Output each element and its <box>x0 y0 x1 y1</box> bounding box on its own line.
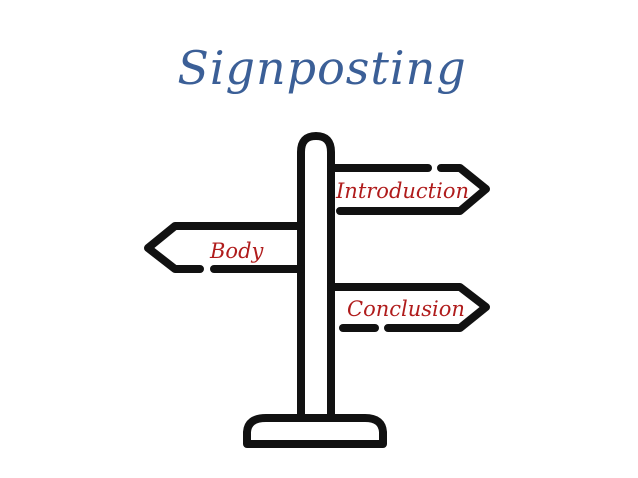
signpost-pole-icon <box>297 132 335 420</box>
sign-arrow-body-icon <box>144 222 305 273</box>
sign-label-body: Body <box>209 239 265 263</box>
sign-label-conclusion: Conclusion <box>347 297 465 321</box>
signpost-base-icon <box>243 414 387 448</box>
sign-arrow-conclusion-icon <box>327 283 490 332</box>
diagram-title: Signposting <box>177 41 466 95</box>
sign-label-introduction: Introduction <box>335 179 469 203</box>
sign-arrow-introduction-icon <box>327 164 490 215</box>
